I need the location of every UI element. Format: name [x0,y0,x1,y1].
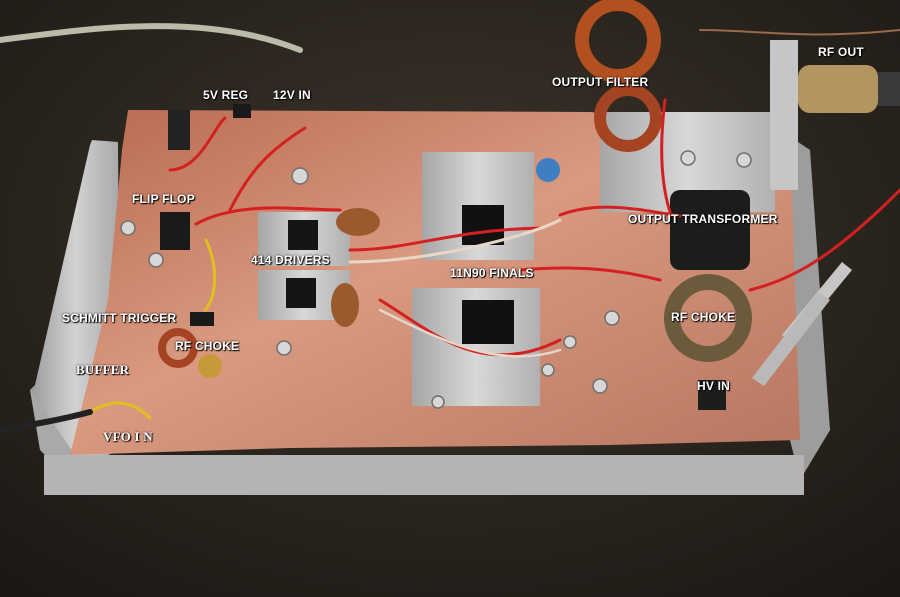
rf-out-cable [878,72,900,106]
label-hv-in: HV IN [697,379,731,393]
label-drivers: 414 DRIVERS [251,253,330,267]
blue-capacitor [536,158,560,182]
label-buffer: BUFFER [76,362,130,377]
label-rf-choke-left: RF CHOKE [175,339,240,353]
output-filter-toroid-2 [594,84,662,152]
output-transformer-core [670,190,750,270]
alligator-clip-2 [752,292,830,386]
label-5v-reg: 5V REG [203,88,249,102]
label-schmitt-trigger: SCHMITT TRIGGER [62,311,177,325]
label-rf-choke-right: RF CHOKE [671,310,736,324]
flip-flop-ic [160,212,190,250]
output-filter-toroid-1 [575,0,661,83]
schmitt-trigger-ic [190,312,214,326]
label-rf-out: RF OUT [818,45,864,59]
5v-regulator [233,104,251,118]
rf-out-connector [798,65,878,113]
label-12v-in: 12V IN [273,88,311,102]
label-output-filter: OUTPUT FILTER [552,75,649,89]
mounting-screws [120,150,752,409]
driver-ic-2 [286,278,316,308]
rf-choke-right-toroid [664,274,752,362]
label-vfo-in: VFO I N [103,429,153,444]
label-flip-flop: FLIP FLOP [132,192,195,206]
ceramic-capacitor-2 [331,283,359,327]
label-output-transformer: OUTPUT TRANSFORMER [628,212,778,226]
rf-out-bracket [770,40,798,190]
ceramic-capacitor-1 [336,208,380,236]
hv-in-terminal [698,380,726,410]
aluminum-base-edge [44,455,804,495]
label-finals: 11N90 FINALS [450,266,534,280]
wiring [0,23,900,433]
driver-ic-1 [288,220,318,250]
final-mosfet-2 [462,300,514,344]
final-mosfet-1 [462,205,504,245]
yellow-capacitor [198,354,222,378]
power-input-terminal [168,110,190,150]
rf-choke-left-toroid [158,328,198,368]
